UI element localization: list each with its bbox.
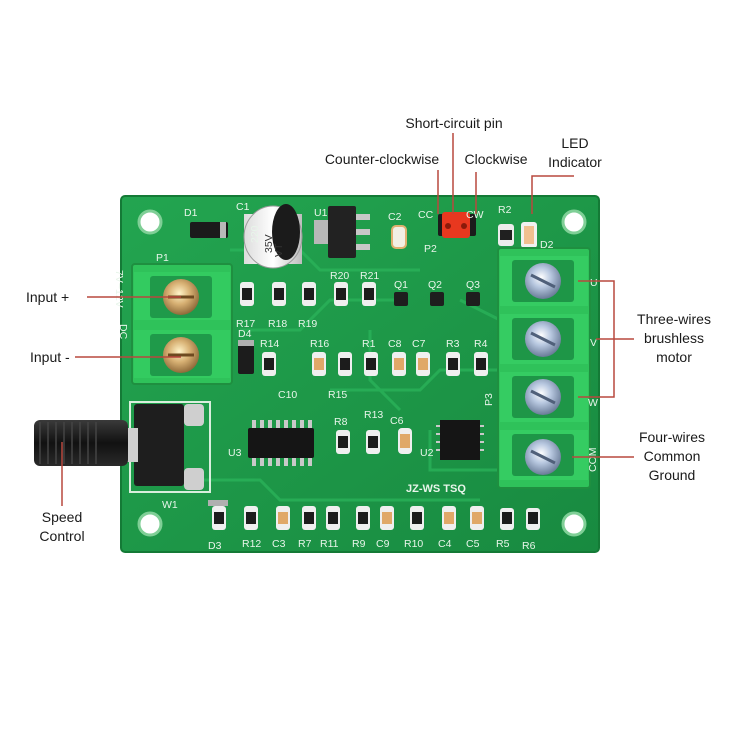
label-speed-control: Speed Control <box>28 508 96 546</box>
silk-q3: Q3 <box>466 279 480 291</box>
silk-r5: R5 <box>496 538 510 550</box>
label-input-minus: Input - <box>30 349 70 365</box>
silk-voltage: 7V~12V <box>113 270 125 308</box>
silk-u: U <box>590 277 598 289</box>
silk-r8: R8 <box>334 416 348 428</box>
silk-d1: D1 <box>184 207 198 219</box>
silk-cw: CW <box>466 209 484 221</box>
terminal-block-p1 <box>131 263 233 385</box>
silk-com: COM <box>587 448 599 473</box>
silk-r2: R2 <box>498 204 512 216</box>
capacitor-c2 <box>391 225 407 249</box>
silk-r15: R15 <box>328 389 347 401</box>
silk-cc: CC <box>418 209 434 221</box>
silk-p2: P2 <box>424 243 437 255</box>
silk-r6: R6 <box>522 540 536 552</box>
silk-w: W <box>588 397 598 409</box>
transistors <box>394 292 480 306</box>
silk-u1: U1 <box>314 207 328 219</box>
silk-d4: D4 <box>238 328 252 340</box>
cap-c1-value-2: 35V <box>263 234 275 253</box>
silk-c4: C4 <box>438 538 452 550</box>
silk-q1: Q1 <box>394 279 408 291</box>
mounting-holes <box>137 209 587 537</box>
silk-r14: R14 <box>260 338 279 350</box>
capacitor-c1 <box>243 204 303 269</box>
silk-c9: C9 <box>376 538 390 550</box>
silk-r1: R1 <box>362 338 376 350</box>
silk-r20: R20 <box>330 270 349 282</box>
silk-r3: R3 <box>446 338 460 350</box>
silk-v: V <box>590 337 597 349</box>
potentiometer-w1 <box>34 401 211 493</box>
label-short-circuit-pin: Short-circuit pin <box>405 115 503 131</box>
silk-c5: C5 <box>466 538 480 550</box>
callout-lines <box>61 133 634 506</box>
silk-brand: JZ-WS TSQ <box>406 483 466 495</box>
silk-r16: R16 <box>310 338 329 350</box>
terminal-block-p3 <box>497 247 591 489</box>
ic-u2 <box>436 420 484 460</box>
silk-r9: R9 <box>352 538 366 550</box>
label-clockwise: Clockwise <box>464 151 528 167</box>
cap-c1-value-3: VT <box>273 243 285 257</box>
three-wires-line-1: Three-wires <box>637 311 711 327</box>
led-label-line-1: LED <box>561 135 589 151</box>
silk-c1: C1 <box>236 201 250 213</box>
silk-p1: P1 <box>156 252 169 264</box>
speed-control-line-1: Speed <box>41 509 83 525</box>
silk-r13: R13 <box>364 409 383 421</box>
silk-dc: DC <box>117 324 129 340</box>
silk-u2: U2 <box>420 447 434 459</box>
four-wires-line-3: Ground <box>648 467 696 483</box>
silk-p3: P3 <box>483 393 495 406</box>
silk-c3: C3 <box>272 538 286 550</box>
silk-r18: R18 <box>268 318 287 330</box>
silk-r4: R4 <box>474 338 488 350</box>
four-wires-line-2: Common <box>643 448 701 464</box>
silk-c7: C7 <box>412 338 426 350</box>
silk-r11: R11 <box>320 538 339 550</box>
silk-r12: R12 <box>242 538 261 550</box>
silk-d2: D2 <box>540 239 554 251</box>
silk-r10: R10 <box>404 538 423 550</box>
silk-c8: C8 <box>388 338 402 350</box>
ic-u3 <box>248 420 314 466</box>
speed-control-line-2: Control <box>39 528 85 544</box>
silk-r7: R7 <box>298 538 312 550</box>
diode-d1 <box>190 222 228 238</box>
silk-r17: R17 <box>236 318 255 330</box>
silk-w1: W1 <box>162 499 178 511</box>
smd-components <box>208 282 540 530</box>
cap-c1-value-1: 220 <box>249 225 261 243</box>
silk-d3: D3 <box>208 540 222 552</box>
silk-r19: R19 <box>298 318 317 330</box>
jumper-p2 <box>438 212 476 238</box>
regulator-u1 <box>314 206 370 258</box>
three-wires-line-2: brushless <box>644 330 704 346</box>
silk-r21: R21 <box>360 270 379 282</box>
four-wires-line-1: Four-wires <box>638 429 706 445</box>
silk-c2: C2 <box>388 211 402 223</box>
label-counter-clockwise: Counter-clockwise <box>324 151 440 167</box>
label-input-plus: Input + <box>26 289 70 305</box>
silk-u3: U3 <box>228 447 242 459</box>
silk-c10: C10 <box>278 389 297 401</box>
three-wires-line-3: motor <box>656 349 692 365</box>
label-led-indicator: LED Indicator <box>540 134 610 172</box>
label-three-wires: Three-wires brushless motor <box>624 310 724 367</box>
speed-knob <box>34 420 128 466</box>
silk-c6: C6 <box>390 415 404 427</box>
silk-q2: Q2 <box>428 279 442 291</box>
label-four-wires: Four-wires Common Ground <box>626 428 718 485</box>
led-label-line-2: Indicator <box>548 154 602 170</box>
